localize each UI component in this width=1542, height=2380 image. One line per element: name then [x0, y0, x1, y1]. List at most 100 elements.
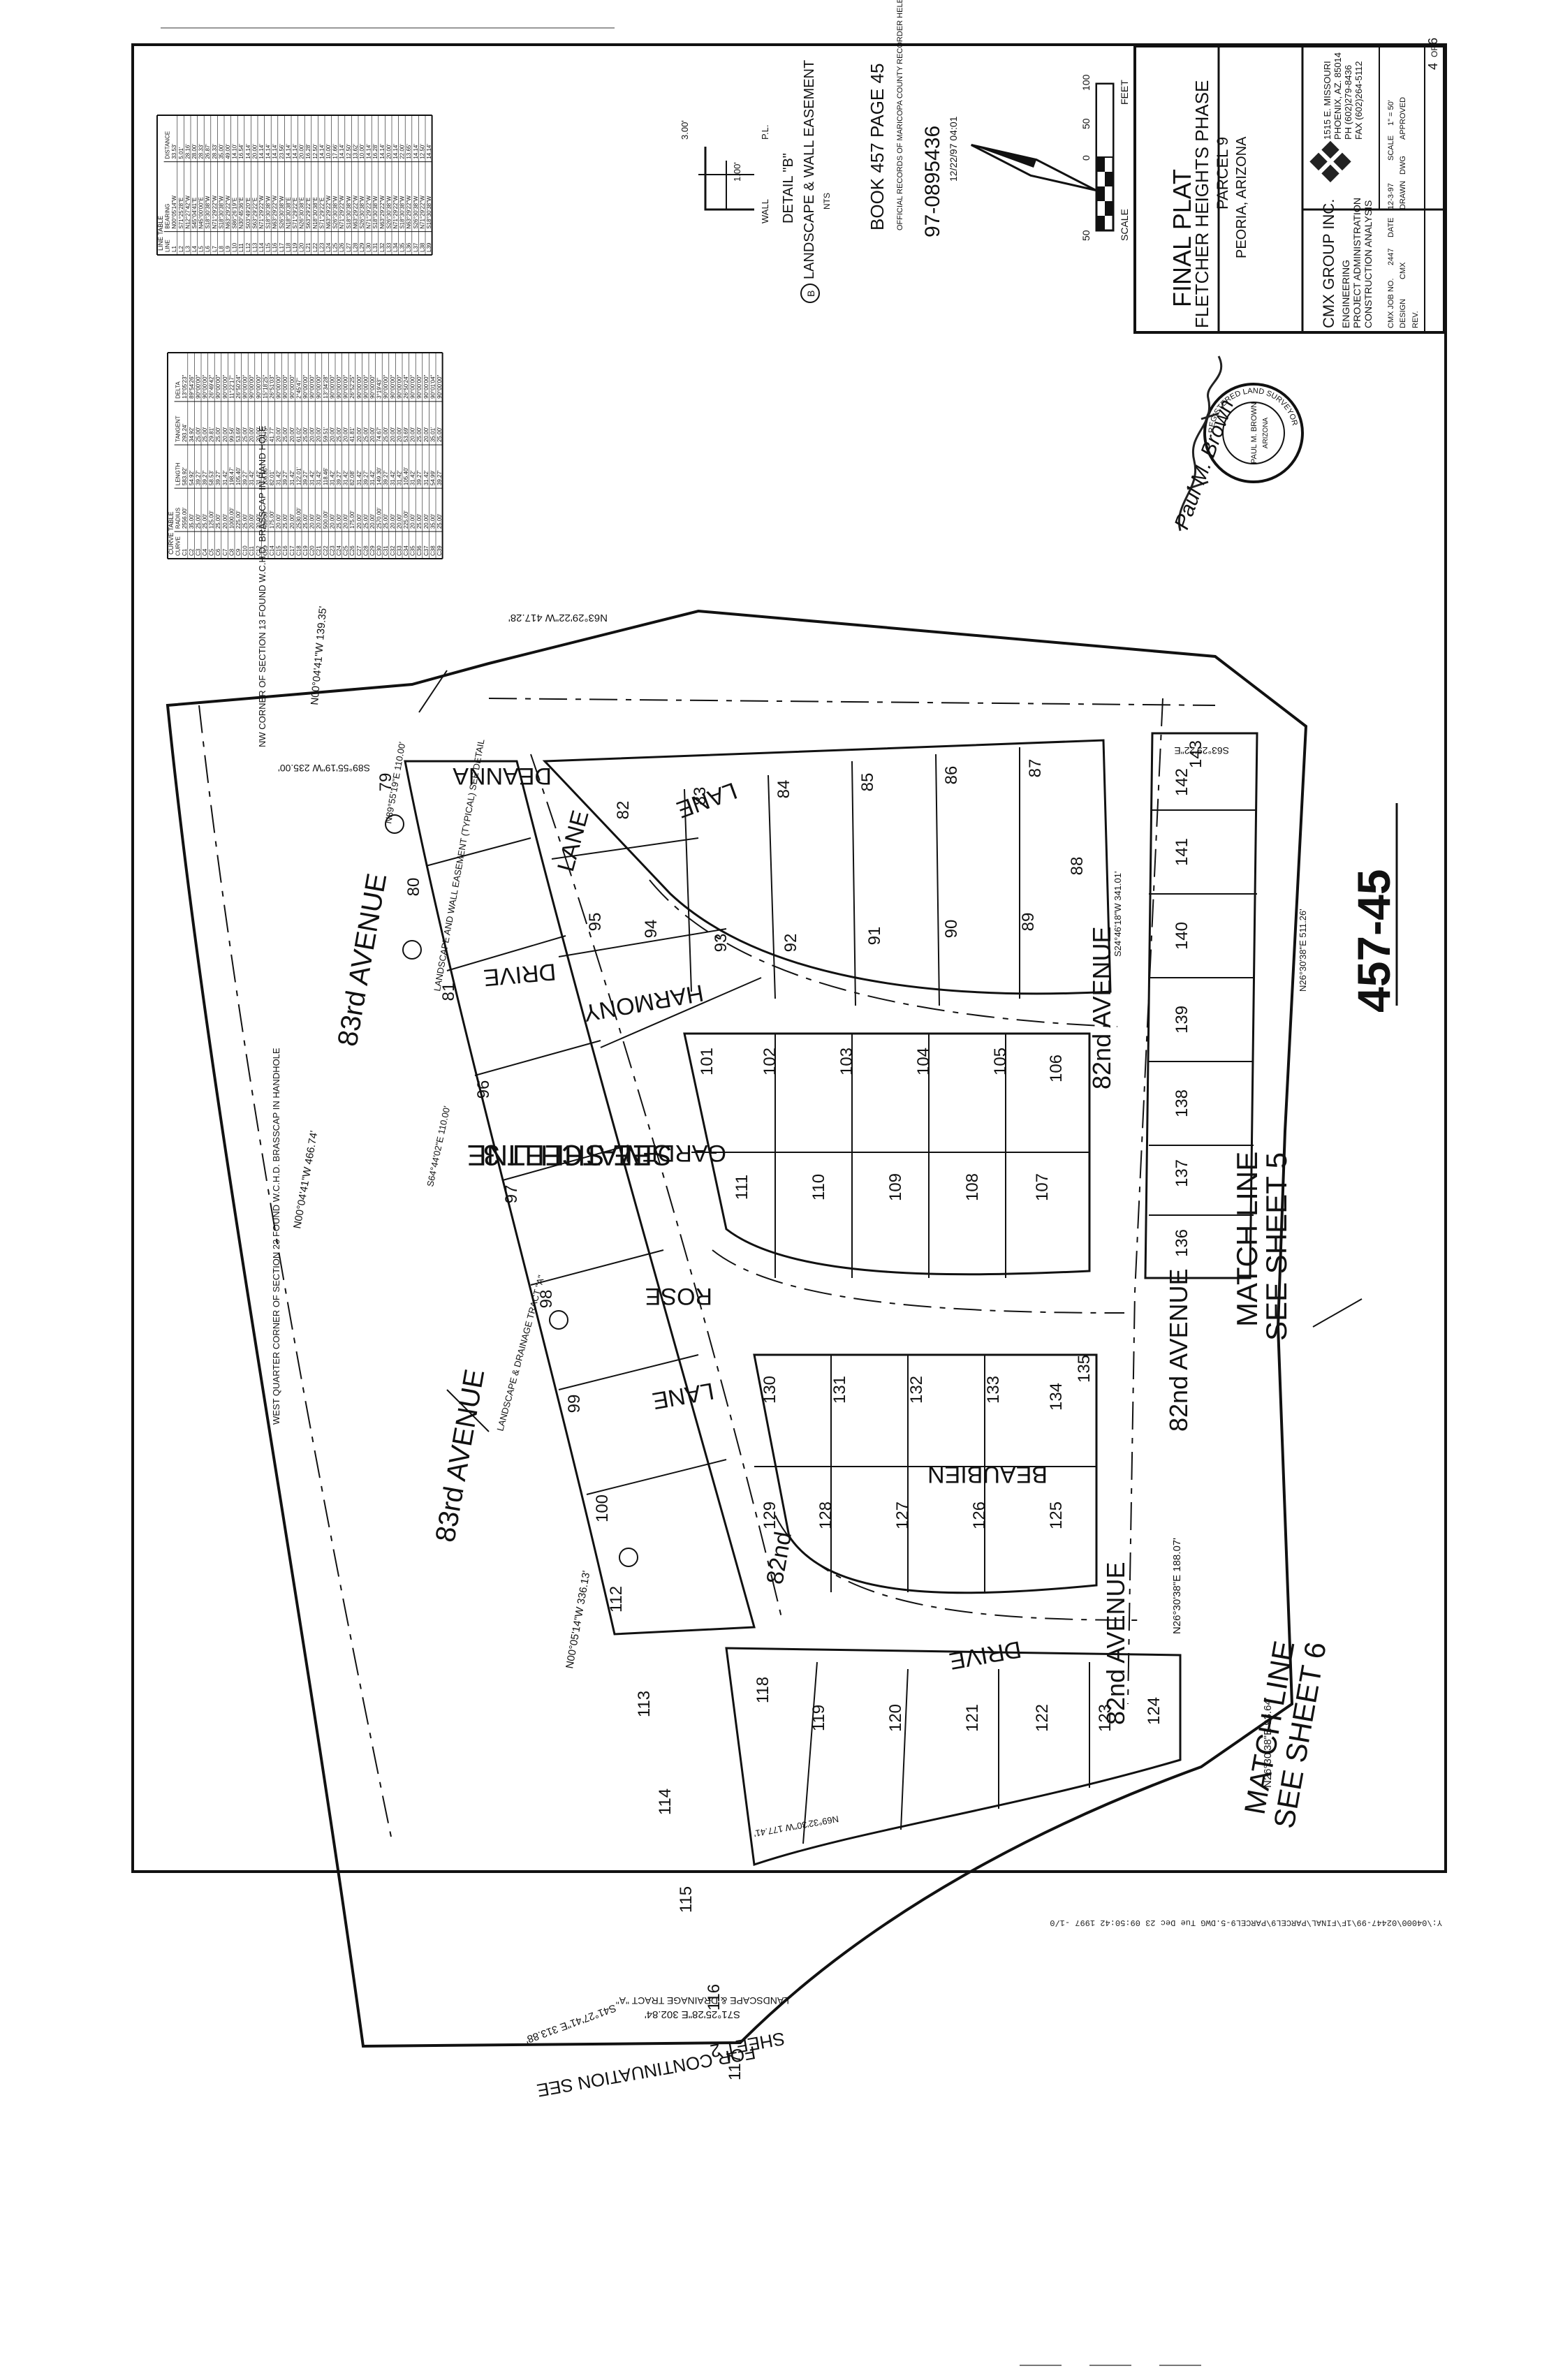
- table-cell: 13.65': [406, 144, 412, 159]
- subdivision-boundary: [166, 609, 1308, 2048]
- lot-number: 111: [733, 1175, 751, 1200]
- table-cell: 25.00': [215, 427, 221, 442]
- lot-number: 93: [712, 934, 730, 953]
- table-cell: 14.14': [265, 144, 272, 159]
- title-block-frame: [1133, 45, 1446, 334]
- table-cell: L14: [258, 242, 265, 252]
- table-cell: C6: [215, 548, 221, 556]
- lot-number: 128: [816, 1501, 835, 1529]
- table-cell: L34: [392, 242, 399, 252]
- lot-number: 119: [809, 1705, 828, 1731]
- table-cell: S18°30'38"W: [426, 196, 432, 229]
- table-header: BEARING: [165, 204, 171, 229]
- table-cell: 31.42': [289, 470, 295, 485]
- table-cell: C24: [336, 545, 342, 556]
- scale-bar-segment: [1105, 172, 1113, 186]
- recording-info: BOOK 457 PAGE 45 OFFICIAL RECORDS OF MAR…: [867, 0, 959, 237]
- table-cell: L19: [292, 242, 298, 252]
- lot-number: 98: [537, 1290, 556, 1309]
- scale-bar-segment: [1096, 216, 1105, 230]
- table-cell: 122.01': [295, 467, 302, 485]
- table-cell: L21: [305, 242, 311, 252]
- table-cell: 31.42': [390, 470, 396, 485]
- detail-scale: NTS: [822, 193, 832, 210]
- table-cell: L28: [352, 242, 358, 252]
- lot-number: 141: [1173, 838, 1191, 866]
- table-cell: C17: [289, 545, 295, 556]
- table-cell: 82.08': [349, 470, 355, 485]
- lot-number: 84: [774, 780, 793, 799]
- scale-bar: 50 0 50 100 FEET SCALE: [1080, 74, 1130, 241]
- easement-b-marker: [402, 940, 422, 960]
- table-cell: L6: [205, 246, 211, 252]
- street-name: ROSE: [645, 1283, 712, 1309]
- table-cell: 90°00'00": [329, 374, 335, 398]
- table-cell: S86°26'19"E: [232, 198, 238, 229]
- table-header: DELTA: [175, 381, 182, 399]
- table-cell: 35.01': [429, 427, 436, 442]
- easement-markers: [385, 814, 638, 1567]
- footer-marks: [1020, 2365, 1201, 2370]
- bearing-label: S71°25'28"E 302.84': [645, 2008, 740, 2020]
- table-cell: 125.00': [209, 510, 215, 529]
- firm-logo: [1309, 140, 1351, 183]
- table-cell: 90°00'00": [362, 374, 369, 398]
- table-cell: N63°29'22"W: [379, 196, 386, 229]
- street-name: DEANNA: [453, 763, 552, 789]
- table-cell: 2570.00': [376, 507, 383, 529]
- lot-number: 81: [439, 983, 458, 1001]
- table-cell: 61.02': [295, 427, 302, 442]
- table-cell: 31.42': [276, 470, 282, 485]
- lot-number: 124: [1145, 1697, 1163, 1725]
- table-cell: C8: [228, 548, 235, 556]
- table-cell: 20.00': [249, 513, 255, 529]
- lot-number: 100: [593, 1494, 612, 1522]
- table-cell: 90°00'00": [416, 374, 423, 398]
- easement-b-marker: [549, 1310, 568, 1330]
- table-cell: 25.00': [416, 427, 423, 442]
- lot-number: 87: [1026, 759, 1045, 778]
- table-cell: L27: [346, 242, 352, 252]
- lot-number: 133: [984, 1376, 1003, 1404]
- table-cell: L26: [339, 242, 345, 252]
- table-cell: 31.42': [343, 470, 349, 485]
- table-cell: 90°00'00": [383, 374, 389, 398]
- sheet-border: [131, 43, 1447, 1873]
- lot-number: 140: [1173, 922, 1191, 950]
- table-cell: 14.14': [285, 144, 291, 159]
- detail-b-marker-letter: B: [805, 291, 816, 297]
- recording-book: BOOK 457 PAGE 45: [867, 64, 888, 230]
- bearing-label: N00°04'41"W 466.74': [291, 1130, 320, 1230]
- table-cell: L5: [198, 246, 205, 252]
- table-cell: 106.86': [262, 467, 268, 485]
- table-cell: 105.40': [235, 467, 242, 485]
- table-cell: C7: [222, 548, 228, 556]
- table-cell: L16: [272, 242, 278, 252]
- 82nd-lane-centerline: [530, 754, 783, 1621]
- lot-number: 143: [1187, 740, 1205, 768]
- recording-official: OFFICIAL RECORDS OF MARICOPA COUNTY RECO…: [896, 0, 904, 230]
- table-cell: 20.00': [299, 144, 305, 159]
- survey-note: NW CORNER OF SECTION 13 FOUND W.C.H.D. B…: [257, 425, 267, 747]
- table-cell: L15: [265, 242, 272, 252]
- footer-mark: [1089, 2365, 1131, 2370]
- table-cell: 20.00': [410, 513, 416, 529]
- table-cell: L18: [285, 242, 291, 252]
- table-cell: 20.00': [309, 513, 316, 529]
- table-cell: 90°00'00": [396, 374, 402, 398]
- easement-b-marker: [619, 1548, 638, 1567]
- table-cell: 25.00': [242, 513, 249, 529]
- table-cell: C32: [390, 545, 396, 556]
- signature-scribble: [1177, 355, 1223, 531]
- table-cell: S26°30'38"W: [413, 196, 419, 229]
- sheet-of: OF: [1430, 45, 1439, 57]
- table-cell: S71°25'28"E: [178, 198, 184, 229]
- north-arrow-icon: [971, 144, 1096, 191]
- table-cell: 39.27': [282, 470, 288, 485]
- table-cell: 90°00'00": [336, 374, 342, 398]
- table-cell: 16.28': [305, 144, 311, 159]
- block-outline: [1144, 732, 1258, 1279]
- table-cell: N71°29'22"W: [339, 196, 345, 229]
- table-cell: 39.27': [362, 470, 369, 485]
